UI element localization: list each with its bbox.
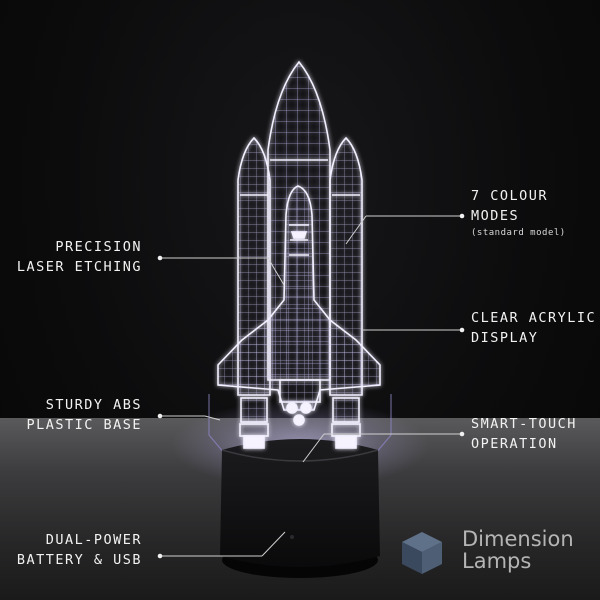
brand-line1: Dimension [462, 527, 574, 551]
callout-precision: PRECISION LASER ETCHING [17, 237, 142, 277]
callout-acrylic-line1: CLEAR ACRYLIC [471, 310, 597, 326]
callout-colour-modes: 7 COLOUR MODES (standard model) [471, 186, 566, 240]
callout-colour-note: (standard model) [471, 228, 566, 238]
callout-lines [157, 213, 465, 559]
callout-acrylic-line2: DISPLAY [471, 330, 539, 346]
right-booster [329, 136, 363, 449]
callout-smart-touch: SMART-TOUCH OPERATION [471, 414, 577, 454]
cube-logo-icon [402, 532, 442, 574]
callout-dual-power: DUAL-POWER BATTERY & USB [17, 530, 142, 570]
callout-sturdy-line2: PLASTIC BASE [26, 417, 142, 433]
usb-port-icon [290, 535, 294, 539]
callout-smart-touch-line2: OPERATION [471, 436, 558, 452]
callout-colour-line1: 7 COLOUR [471, 188, 549, 204]
lamp-base [220, 439, 380, 578]
orbiter [217, 185, 381, 426]
callout-sturdy-line1: STURDY ABS [45, 397, 142, 413]
callout-acrylic: CLEAR ACRYLIC DISPLAY [471, 308, 596, 348]
callout-sturdy-base: STURDY ABS PLASTIC BASE [26, 395, 142, 435]
callout-smart-touch-line1: SMART-TOUCH [471, 416, 577, 432]
left-booster [237, 136, 271, 449]
callout-precision-line2: LASER ETCHING [16, 259, 142, 275]
callout-dual-power-line1: DUAL-POWER [45, 532, 142, 548]
callout-dual-power-line2: BATTERY & USB [16, 552, 142, 568]
brand-line2: Lamps [462, 549, 532, 573]
callout-colour-line2: MODES [471, 208, 520, 224]
callout-precision-line1: PRECISION [55, 239, 142, 255]
brand-wordmark: Dimension Lamps [462, 528, 574, 572]
